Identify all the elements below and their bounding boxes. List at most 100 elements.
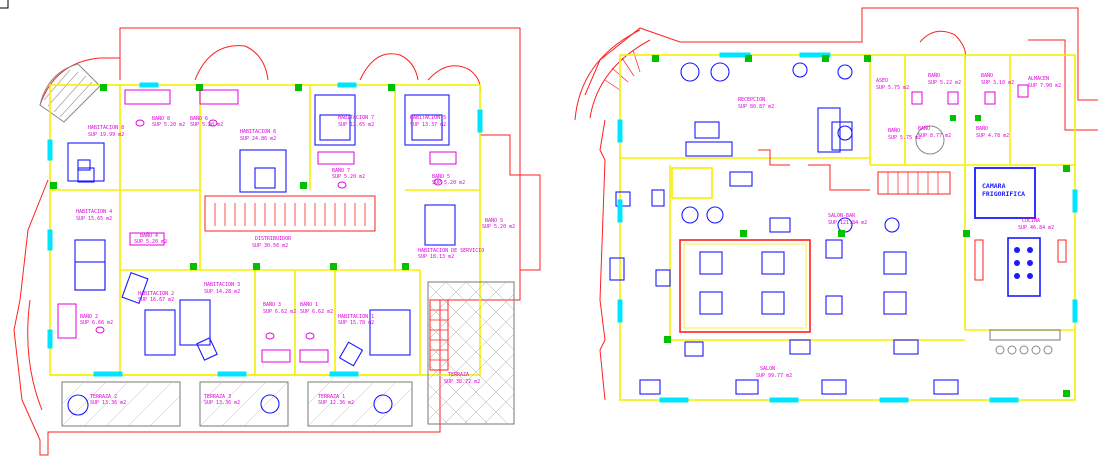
left-furniture [67,94,456,367]
room-area: SUP 8.77 m2 [918,133,951,139]
room-label: BAÑO 1 [300,301,318,308]
room-area: SUP 30.56 m2 [252,243,288,249]
room-area: SUP 6.66 m2 [80,320,113,326]
right-main-walls [619,54,1076,401]
room-label: HABITACION 8 [88,125,124,131]
room-label: TERRAZA [448,372,469,378]
room-area: SUP 3.10 m2 [981,80,1014,86]
room-area: SUP 5.20 m2 [332,174,365,180]
right-outer-boundary [584,7,1098,101]
room-label: BAÑO 7 [332,167,350,174]
right-furniture [609,62,959,395]
right-bathrooms [911,84,1029,155]
room-label: TERRAZA 2 [90,394,117,400]
entrance-fan [604,49,641,91]
room-label: BAÑO [981,72,993,79]
left-floor-plan: HABITACION 8 SUP 19.99 m2 BAÑO 8 SUP 5.2… [13,27,541,456]
room-label: BAÑO S [485,217,503,224]
room-label: HABITACION 5 [410,115,446,121]
room-area: SUP 15.78 m2 [338,320,374,326]
room-area: SUP 5.20 m2 [190,122,223,128]
room-label: BAÑO 3 [263,301,281,308]
left-outer-boundary [13,27,521,456]
room-area: SUP 19.99 m2 [88,132,124,138]
room-label: HABITACION 2 [138,291,174,297]
left-room-labels: HABITACION 8 SUP 19.99 m2 BAÑO 8 SUP 5.2… [76,115,515,406]
room-area: SUP 38.72 m2 [444,379,480,385]
right-windows [617,52,1078,403]
terrace-hatch [427,281,515,425]
room-label: COCINA [1022,218,1040,224]
room-label: BAÑO [888,127,900,134]
room-label: HABITACION DE SERVICIO [418,248,484,254]
left-bathrooms [57,89,457,363]
room-area: SUP 6.62 m2 [300,309,333,315]
room-label: SALON [760,366,775,372]
left-columns [50,84,409,270]
room-area: SUP 14.28 m2 [204,289,240,295]
room-area: SUP 99.77 m2 [756,373,792,379]
kitchen-range [974,237,1067,355]
room-area: SUP 5.22 m2 [928,80,961,86]
room-area: SUP 5.20 m2 [134,239,167,245]
room-area: SUP 15.65 m2 [76,216,112,222]
room-area: SUP 7.90 m2 [1028,83,1061,89]
camara-label-2: FRIGORIFICA [982,190,1025,198]
room-area: SUP 13.37 m2 [410,122,446,128]
right-room-labels: RECEPCION SUP 80.87 m2 ASEO SUP 5.75 m2 … [738,72,1061,379]
room-area: SUP 13.36 m2 [90,400,126,406]
room-label: BAÑO [918,125,930,132]
room-label: HABITACION 3 [204,282,240,288]
room-area: SUP 5.20 m2 [432,180,465,186]
room-label: ALMACEN [1028,76,1049,82]
left-corner-arc [39,57,120,106]
room-label: BAÑO 5 [432,173,450,180]
hatched-corner [39,63,101,123]
staircase [204,195,376,232]
room-area: SUP 12.36 m2 [318,400,354,406]
room-area: SUP 4.78 m2 [976,133,1009,139]
salon-bar-frame [679,239,811,333]
right-floor-plan: CAMARA [574,7,1098,403]
room-label: HABITACION 6 [240,129,276,135]
room-label: DISTRIBUIDOR [255,236,292,242]
room-area: SUP 5.75 m2 [888,135,921,141]
frame-corner [0,0,9,9]
room-label: SALON-BAR [828,213,856,219]
room-area: SUP 5.75 m2 [876,85,909,91]
room-area: SUP 46.84 m2 [1018,225,1054,231]
room-area: SUP 16.67 m2 [138,297,174,303]
camara-label: CAMARA [982,182,1006,190]
room-area: SUP 6.62 m2 [263,309,296,315]
room-area: SUP 121.84 m2 [828,220,867,226]
room-label: BAÑO 4 [140,232,158,239]
room-area: SUP 13.36 m2 [204,400,240,406]
right-staircase [758,149,951,195]
room-label: HABITACION 7 [338,115,374,121]
room-area: SUP 5.20 m2 [152,122,185,128]
room-label: HABITACION 4 [76,209,112,215]
room-label: RECEPCION [738,97,765,103]
room-label: ASEO [876,78,888,84]
room-label: BAÑO 8 [152,115,170,122]
room-area: SUP 80.87 m2 [738,104,774,110]
room-area: SUP 5.20 m2 [482,224,515,230]
terrace-table [260,394,280,414]
room-label: HABITACION 1 [338,314,374,320]
right-columns [652,55,1070,397]
terrace-table [373,394,393,414]
room-label: BAÑO [976,125,988,132]
room-area: SUP 18.13 m2 [418,254,454,260]
room-label: BAÑO 6 [190,115,208,122]
room-label: TERRAZA 1 [318,394,345,400]
room-area: SUP 24.86 m2 [240,136,276,142]
left-windows [47,82,483,377]
camara-frigorifica: CAMARA [974,167,1036,219]
room-area: SUP 12.65 m2 [338,122,374,128]
terrace-table [67,394,89,416]
room-label: BAÑO [928,72,940,79]
room-label: BAÑO 2 [80,313,98,320]
room-label: TERRAZA 3 [204,394,231,400]
bottom-terraces [61,381,413,427]
